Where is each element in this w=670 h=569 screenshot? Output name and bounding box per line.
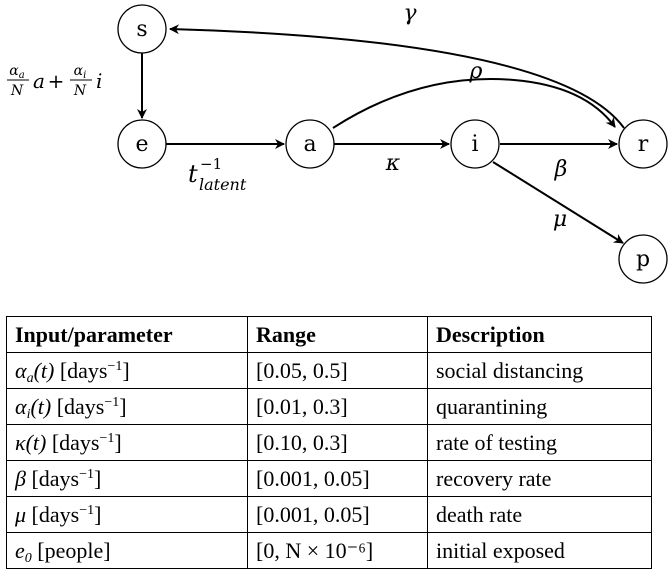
parameter-symbol: e	[15, 537, 25, 563]
svg-text:−1: −1	[200, 155, 222, 173]
description-cell: death rate	[427, 496, 652, 533]
description-cell: quarantining	[427, 388, 652, 425]
parameter-subscript: i	[26, 406, 31, 422]
parameter-subscript: a	[26, 370, 34, 386]
node-i: i	[450, 119, 500, 169]
parameter-unit-exponent: −1	[99, 430, 115, 446]
parameter-symbol: μ	[15, 501, 27, 527]
node-a: a	[285, 119, 335, 169]
table-body: αa(t) [days−1][0.05, 0.5]social distanci…	[6, 352, 652, 569]
parameter-unit-close: ]	[94, 501, 102, 527]
svg-text:+: +	[48, 69, 65, 93]
range-cell: [0.01, 0.3]	[247, 388, 428, 425]
description-cell: initial exposed	[427, 532, 652, 569]
description-cell: social distancing	[427, 352, 652, 389]
table-header-row: Input/parameter Range Description	[6, 316, 652, 353]
parameter-cell: β [days−1]	[6, 460, 248, 497]
column-header-range: Range	[247, 316, 428, 353]
parameter-symbol: β	[15, 465, 26, 491]
label-gamma: γ	[403, 1, 417, 26]
column-header-parameter: Input/parameter	[6, 316, 248, 353]
parameter-cell: κ(t) [days−1]	[6, 424, 248, 461]
parameter-unit: [days	[59, 357, 108, 383]
parameter-unit-close: ]	[114, 429, 122, 455]
table-row: e0 [people][0, N × 10⁻⁶]initial exposed	[6, 532, 652, 569]
label-mu: μ	[553, 207, 567, 232]
parameter-symbol: α	[15, 393, 27, 419]
parameter-unit-exponent: −1	[107, 358, 123, 374]
parameter-unit-close: ]	[119, 393, 127, 419]
node-e: e	[117, 119, 167, 169]
svg-text:N: N	[10, 83, 24, 99]
node-s: s	[117, 4, 167, 54]
label-rho: ρ	[469, 59, 483, 84]
svg-text:t: t	[188, 160, 198, 188]
parameter-unit-close: ]	[122, 357, 130, 383]
edge-a-to-r	[332, 78, 616, 129]
parameter-argument: (t)	[30, 393, 52, 419]
svg-text:αi: αi	[74, 63, 87, 81]
edge-i-to-p	[492, 161, 624, 244]
label-kappa: κ	[385, 151, 401, 176]
description-cell: recovery rate	[427, 460, 652, 497]
svg-text:a: a	[33, 69, 45, 93]
table-row: μ [days−1][0.001, 0.05]death rate	[6, 496, 652, 533]
range-cell: [0.10, 0.3]	[247, 424, 428, 461]
parameter-unit: [people]	[37, 537, 111, 563]
parameter-symbol: α	[15, 357, 27, 383]
svg-text:e: e	[135, 132, 148, 157]
svg-text:a: a	[303, 132, 316, 157]
parameter-table: Input/parameter Range Description αa(t) …	[6, 316, 652, 569]
parameter-unit-exponent: −1	[79, 502, 95, 518]
svg-text:latent: latent	[199, 175, 247, 194]
label-beta: β	[554, 157, 568, 182]
parameter-unit: [days	[51, 429, 100, 455]
range-cell: [0, N × 10⁻⁶]	[247, 532, 428, 569]
table-row: κ(t) [days−1][0.10, 0.3]rate of testing	[6, 424, 652, 461]
svg-text:s: s	[136, 17, 147, 42]
parameter-argument: (t)	[33, 357, 55, 383]
parameter-unit: [days	[31, 501, 80, 527]
parameter-argument: (t)	[25, 429, 47, 455]
parameter-cell: μ [days−1]	[6, 496, 248, 533]
svg-text:N: N	[73, 83, 87, 99]
parameter-unit-exponent: −1	[79, 466, 95, 482]
table-row: αi(t) [days−1][0.01, 0.3]quarantining	[6, 388, 652, 425]
svg-text:αa: αa	[9, 63, 24, 81]
label-latent-rate: t −1 latent	[188, 155, 247, 194]
node-r: r	[618, 119, 668, 169]
parameter-unit-close: ]	[94, 465, 102, 491]
svg-text:r: r	[638, 132, 649, 157]
label-infection-rate: αa N a + αi N i	[7, 63, 102, 99]
compartment-diagram: s e a i r p γ ρ κ β μ αa N a + αi N i t …	[7, 1, 668, 284]
range-cell: [0.001, 0.05]	[247, 496, 428, 533]
svg-text:p: p	[636, 247, 650, 272]
parameter-unit: [days	[56, 393, 105, 419]
node-p: p	[618, 234, 668, 284]
description-cell: rate of testing	[427, 424, 652, 461]
parameter-subscript: 0	[24, 550, 32, 566]
svg-text:i: i	[96, 69, 102, 93]
parameter-cell: αa(t) [days−1]	[6, 352, 248, 389]
edge-r-to-s	[169, 24, 625, 129]
table-row: β [days−1][0.001, 0.05]recovery rate	[6, 460, 652, 497]
parameter-cell: αi(t) [days−1]	[6, 388, 248, 425]
range-cell: [0.001, 0.05]	[247, 460, 428, 497]
parameter-symbol: κ	[15, 429, 26, 455]
parameter-cell: e0 [people]	[6, 532, 248, 569]
parameter-unit: [days	[31, 465, 80, 491]
parameter-unit-exponent: −1	[104, 394, 120, 410]
column-header-description: Description	[427, 316, 652, 353]
table-row: αa(t) [days−1][0.05, 0.5]social distanci…	[6, 352, 652, 389]
svg-text:i: i	[471, 132, 478, 157]
range-cell: [0.05, 0.5]	[247, 352, 428, 389]
